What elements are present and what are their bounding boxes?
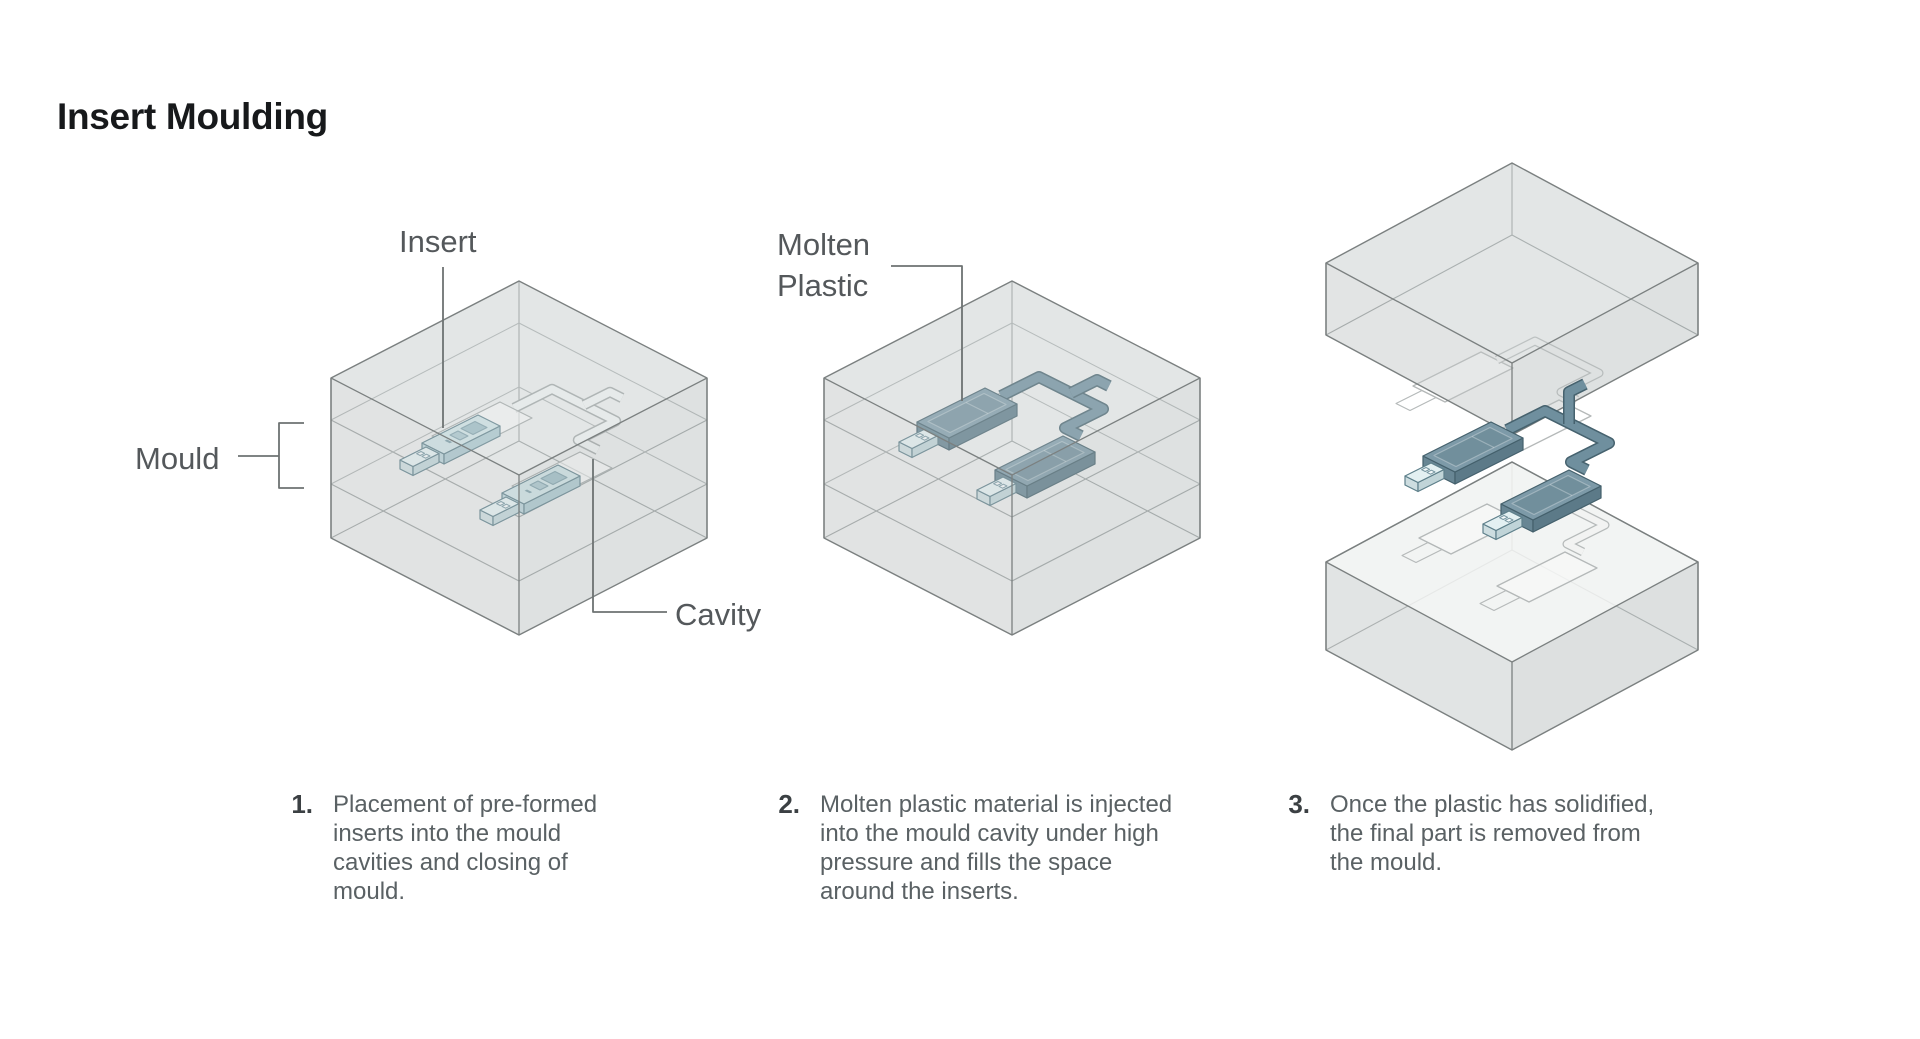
step-2-text: Molten plastic material is injected into… (820, 791, 1173, 905)
label-insert: Insert (399, 224, 477, 259)
step-2-number: 2. (778, 789, 800, 819)
leader-lines (238, 265, 963, 613)
step-3-text: Once the plastic has solidified, the fin… (1330, 791, 1655, 876)
page-title: Insert Moulding (57, 96, 328, 137)
step-1-number: 1. (291, 789, 313, 819)
step-3-number: 3. (1288, 789, 1310, 819)
mould-bottom-half (1325, 461, 1699, 751)
step-1-caption: 1. Placement of pre-formed inserts into … (281, 790, 623, 906)
step-3-caption: 3. Once the plastic has solidified, the … (1278, 790, 1675, 877)
step-1-text: Placement of pre-formed inserts into the… (333, 791, 598, 905)
mould-top-half (1325, 162, 1699, 460)
step1-closed-mould-with-inserts (330, 280, 708, 636)
step-2-caption: 2. Molten plastic material is injected i… (768, 790, 1185, 906)
label-cavity: Cavity (675, 597, 762, 632)
step3-open-mould-ejected-part (1325, 162, 1699, 751)
label-molten-plastic: Molten Plastic (777, 227, 871, 303)
final-moulded-part (1404, 378, 1615, 541)
label-mould: Mould (135, 441, 220, 476)
step2-mould-injected-molten-plastic (823, 280, 1201, 636)
